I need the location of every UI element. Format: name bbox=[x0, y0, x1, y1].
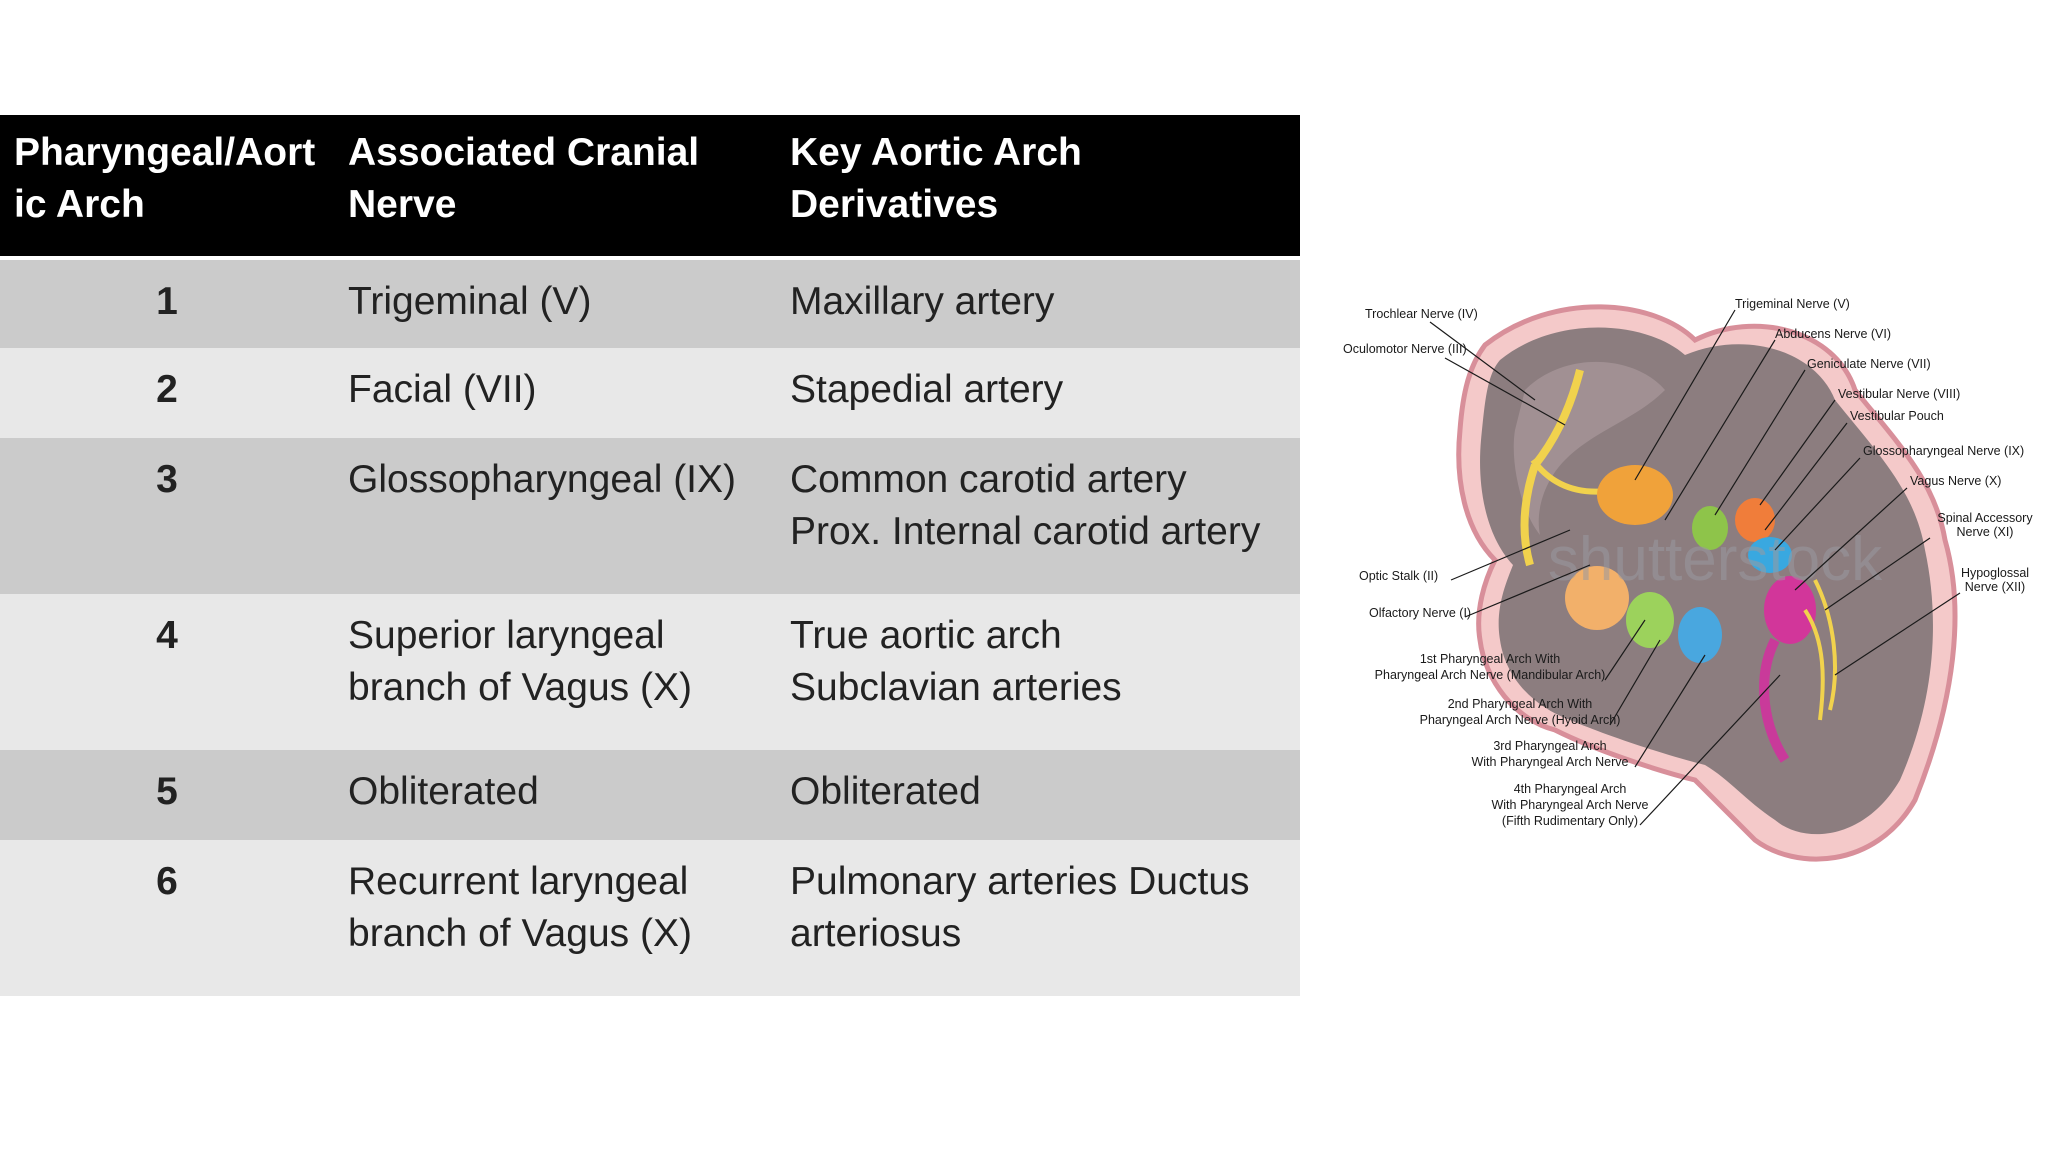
nerve-cell: Superior laryngeal branch of Vagus (X) bbox=[334, 594, 776, 750]
embryo-highlight bbox=[1513, 361, 1665, 535]
nerve-cell: Trigeminal (V) bbox=[334, 258, 776, 348]
arch2-hyoid bbox=[1626, 592, 1674, 648]
leader-abducens bbox=[1664, 339, 1776, 521]
leader-arch2 bbox=[1609, 639, 1661, 726]
arch-number: 1 bbox=[0, 258, 334, 348]
derivative-cell: Stapedial artery bbox=[776, 348, 1300, 438]
label-arch4-line2: With Pharyngeal Arch Nerve bbox=[1491, 798, 1648, 812]
trigeminal-ganglion bbox=[1597, 465, 1673, 525]
table-row: 6 Recurrent laryngeal branch of Vagus (X… bbox=[0, 840, 1300, 996]
header-cranial-nerve: Associated Cranial Nerve bbox=[334, 115, 776, 260]
table-row: 2 Facial (VII) Stapedial artery bbox=[0, 348, 1300, 438]
arch1-mandibular bbox=[1565, 566, 1629, 630]
leader-trochlear bbox=[1429, 321, 1536, 401]
nerve-cell: Glossopharyngeal (IX) bbox=[334, 438, 776, 594]
table-row: 3 Glossopharyngeal (IX) Common carotid a… bbox=[0, 438, 1300, 594]
arch-number: 3 bbox=[0, 438, 334, 594]
leader-glossopharyngeal bbox=[1774, 457, 1861, 551]
table-row: 1 Trigeminal (V) Maxillary artery bbox=[0, 258, 1300, 348]
watermark-text: shutterstock bbox=[1548, 525, 1883, 594]
vagus-ganglion bbox=[1764, 576, 1816, 644]
pharyngeal-arch-table: Pharyngeal/Aort ic Arch Associated Crani… bbox=[0, 115, 1300, 996]
arch-number: 5 bbox=[0, 750, 334, 840]
leader-optic bbox=[1450, 529, 1571, 581]
embryo-illustration: shutterstock Trochlear Nerve (IV) Oculom… bbox=[1343, 297, 2033, 862]
table-row: 5 Obliterated Obliterated bbox=[0, 750, 1300, 840]
derivative-cell: True aortic arch Subclavian arteries bbox=[776, 594, 1300, 750]
label-arch2-line1: 2nd Pharyngeal Arch With bbox=[1448, 697, 1593, 711]
leader-arch4 bbox=[1639, 674, 1781, 826]
label-optic-stalk: Optic Stalk (II) bbox=[1359, 569, 1438, 583]
label-arch1-line1: 1st Pharyngeal Arch With bbox=[1420, 652, 1560, 666]
leader-hypoglossal bbox=[1834, 592, 1961, 676]
leader-vagus bbox=[1794, 487, 1908, 591]
label-olfactory-nerve: Olfactory Nerve (I) bbox=[1369, 606, 1471, 620]
derivative-cell: Pulmonary arteries Ductus arteriosus bbox=[776, 840, 1300, 996]
leader-vestibular-pouch bbox=[1764, 422, 1848, 531]
label-oculomotor-nerve: Oculomotor Nerve (III) bbox=[1343, 342, 1467, 356]
leader-spinal-accessory bbox=[1824, 537, 1931, 611]
label-abducens-nerve: Abducens Nerve (VI) bbox=[1775, 327, 1891, 341]
arch-number: 6 bbox=[0, 840, 334, 996]
embryo-nerve-diagram: shutterstock Trochlear Nerve (IV) Oculom… bbox=[1335, 280, 2045, 880]
arch-number: 2 bbox=[0, 348, 334, 438]
leader-arch3 bbox=[1634, 654, 1706, 768]
vestibular-ganglion bbox=[1735, 498, 1775, 542]
label-arch4-line1: 4th Pharyngeal Arch bbox=[1514, 782, 1627, 796]
label-geniculate-nerve: Geniculate Nerve (VII) bbox=[1807, 357, 1931, 371]
nerve-cell: Obliterated bbox=[334, 750, 776, 840]
label-arch2-line2: Pharyngeal Arch Nerve (Hyoid Arch) bbox=[1420, 713, 1621, 727]
table-row: 4 Superior laryngeal branch of Vagus (X)… bbox=[0, 594, 1300, 750]
header-arch: Pharyngeal/Aort ic Arch bbox=[0, 115, 334, 260]
table-header-row: Pharyngeal/Aort ic Arch Associated Crani… bbox=[0, 115, 1300, 260]
label-arch1-line2: Pharyngeal Arch Nerve (Mandibular Arch) bbox=[1375, 668, 1606, 682]
leader-arch1 bbox=[1604, 619, 1646, 681]
label-vagus-nerve: Vagus Nerve (X) bbox=[1910, 474, 2001, 488]
hypoglossal-branches bbox=[1803, 579, 1837, 721]
arch-number: 4 bbox=[0, 594, 334, 750]
glossopharyngeal-ganglion bbox=[1748, 537, 1792, 573]
label-trochlear-nerve: Trochlear Nerve (IV) bbox=[1365, 307, 1478, 321]
label-arch3-line2: With Pharyngeal Arch Nerve bbox=[1471, 755, 1628, 769]
nerve-cell: Recurrent laryngeal branch of Vagus (X) bbox=[334, 840, 776, 996]
leader-oculomotor bbox=[1444, 357, 1566, 426]
leader-olfactory bbox=[1464, 564, 1591, 618]
label-spinal-accessory-line1: Spinal Accessory bbox=[1937, 511, 2033, 525]
leader-vestibular-nerve bbox=[1759, 399, 1836, 506]
leader-trigeminal bbox=[1634, 309, 1736, 481]
label-spinal-accessory-line2: Nerve (XI) bbox=[1957, 525, 2014, 539]
nerve-cell: Facial (VII) bbox=[334, 348, 776, 438]
derivative-cell: Common carotid artery Prox. Internal car… bbox=[776, 438, 1300, 594]
label-arch3-line1: 3rd Pharyngeal Arch bbox=[1493, 739, 1606, 753]
label-arch4-line3: (Fifth Rudimentary Only) bbox=[1502, 814, 1638, 828]
geniculate-ganglion bbox=[1692, 506, 1728, 550]
derivative-cell: Maxillary artery bbox=[776, 258, 1300, 348]
arch3 bbox=[1678, 607, 1722, 663]
label-vestibular-pouch: Vestibular Pouch bbox=[1850, 409, 1944, 423]
label-hypoglossal-line2: Nerve (XII) bbox=[1965, 580, 2025, 594]
label-trigeminal-nerve: Trigeminal Nerve (V) bbox=[1735, 297, 1850, 311]
derivative-cell: Obliterated bbox=[776, 750, 1300, 840]
label-glossopharyngeal-nerve: Glossopharyngeal Nerve (IX) bbox=[1863, 444, 2024, 458]
label-vestibular-nerve: Vestibular Nerve (VIII) bbox=[1838, 387, 1960, 401]
label-hypoglossal-line1: Hypoglossal bbox=[1961, 566, 2029, 580]
arch4 bbox=[1759, 637, 1790, 763]
header-derivatives: Key Aortic Arch Derivatives bbox=[776, 115, 1300, 260]
leader-geniculate bbox=[1714, 369, 1806, 516]
